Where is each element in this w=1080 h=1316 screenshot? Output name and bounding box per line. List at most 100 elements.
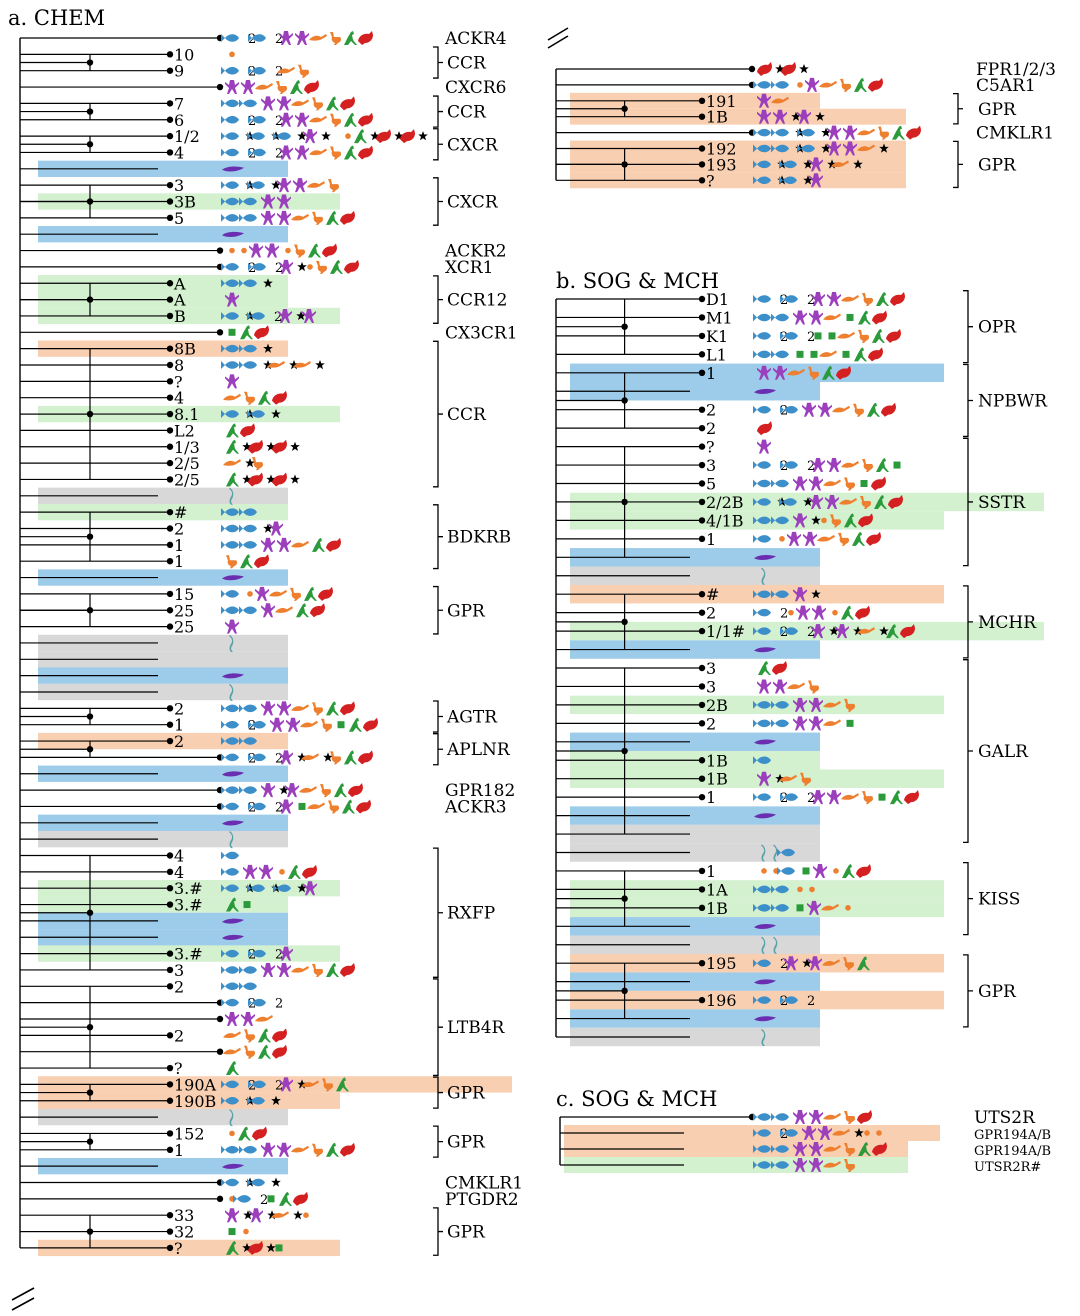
amphibian-icon (261, 1142, 275, 1157)
kangaroo-icon (344, 750, 357, 765)
svg-text:2: 2 (248, 997, 256, 1012)
leaf-node-dot (166, 149, 174, 156)
clade-highlight (570, 843, 820, 862)
fish-icon (239, 737, 257, 746)
amphibian-icon (793, 310, 807, 325)
amphibian-icon (261, 210, 275, 225)
gene-family-label: RXFP (447, 904, 495, 924)
copy-count-marker: 2 (248, 997, 256, 1012)
leaf-node-dot (698, 461, 706, 469)
copy-count-marker: 2 (807, 293, 815, 308)
group-bracket (433, 340, 443, 488)
fish-icon (780, 627, 798, 636)
gene-family-label: ACKR3 (444, 797, 507, 817)
lizard-icon (841, 461, 859, 468)
lizard-icon (223, 1047, 241, 1055)
fish-icon (771, 144, 789, 153)
star-marker (271, 409, 281, 419)
mammal-icon (293, 1191, 308, 1206)
dot-marker (285, 247, 291, 254)
fish-icon (221, 867, 239, 876)
kangaroo-icon (240, 325, 253, 340)
bird-icon (312, 702, 324, 716)
fish-icon (221, 965, 239, 974)
mammal-icon (272, 1028, 287, 1043)
star-marker (791, 111, 801, 121)
star-marker (271, 1095, 281, 1105)
square-marker (860, 480, 868, 487)
amphibian-icon (265, 243, 279, 258)
amphibian-icon (757, 109, 771, 124)
leaf-node-dot (166, 181, 174, 189)
copy-count-marker: 2 (807, 791, 815, 806)
lizard-icon (823, 1145, 841, 1152)
leaf-label: 2 (706, 604, 716, 623)
amphibian-icon (277, 210, 291, 225)
star-marker (803, 175, 813, 185)
clade-highlight (570, 917, 820, 936)
copy-count-marker: 2 (780, 994, 788, 1009)
amphibian-icon (796, 605, 810, 620)
fish-icon (753, 295, 771, 303)
clade-highlight (570, 824, 820, 844)
leaf-node-dot (166, 1228, 174, 1235)
copy-count-marker: 2 (248, 32, 256, 47)
amphibian-icon (793, 1110, 807, 1124)
fish-icon (780, 1129, 798, 1137)
svg-text:2: 2 (780, 1127, 788, 1142)
amphibian-icon (809, 157, 823, 172)
kangaroo-icon (857, 956, 870, 971)
amphibian-icon (827, 458, 841, 473)
mammal-icon (376, 129, 391, 144)
amphibian-icon (809, 716, 823, 731)
amphibian-icon (270, 717, 284, 732)
clade-highlight (38, 1157, 288, 1175)
copy-count-marker: 2 (275, 1078, 283, 1093)
lamprey-icon (222, 575, 244, 581)
bird-icon (244, 1045, 256, 1059)
kangaroo-icon (858, 1142, 871, 1156)
star-marker (297, 261, 307, 272)
fish-icon (753, 461, 771, 470)
fish-icon (247, 181, 265, 190)
gene-family-label: CXCR6 (445, 78, 506, 98)
leaf-label: 1B (706, 751, 728, 770)
svg-text:2: 2 (248, 114, 256, 129)
leaf-node-dot (698, 720, 706, 727)
leaf-label: 1/1# (706, 622, 745, 641)
mammal-icon (757, 421, 772, 436)
amphibian-icon (277, 96, 291, 111)
bird-icon (844, 1111, 856, 1124)
mammal-icon (866, 531, 881, 546)
leaf-label: 2 (174, 520, 184, 539)
fish-icon (239, 508, 257, 517)
leaf-node-dot (698, 609, 706, 616)
mammal-icon (272, 472, 287, 487)
gene-family-label: CCR12 (447, 291, 507, 311)
amphibian-icon (286, 717, 300, 732)
square-marker (796, 350, 804, 358)
lizard-icon (299, 786, 317, 793)
bird-icon (328, 179, 340, 193)
kangaroo-icon (296, 603, 309, 618)
leaf-label: 2/5 (174, 454, 200, 473)
star-marker (290, 474, 300, 484)
fish-icon (221, 311, 239, 320)
leaf-node-dot (698, 406, 706, 413)
leaf-node-dot (166, 378, 174, 385)
svg-text:2: 2 (248, 800, 256, 815)
lamprey-icon (222, 820, 244, 826)
clade-highlight (38, 912, 288, 930)
lizard-icon (291, 965, 309, 973)
node-dot (621, 747, 628, 755)
star-marker (811, 515, 821, 525)
bird-icon (328, 800, 340, 814)
clade-highlight (570, 806, 820, 825)
amphibian-icon (797, 109, 811, 124)
group-bracket (433, 585, 443, 635)
clade-highlight (570, 108, 906, 125)
fish-icon (771, 313, 789, 322)
clade-highlight (38, 651, 288, 668)
square-marker (828, 332, 836, 340)
mammal-icon (858, 513, 873, 528)
